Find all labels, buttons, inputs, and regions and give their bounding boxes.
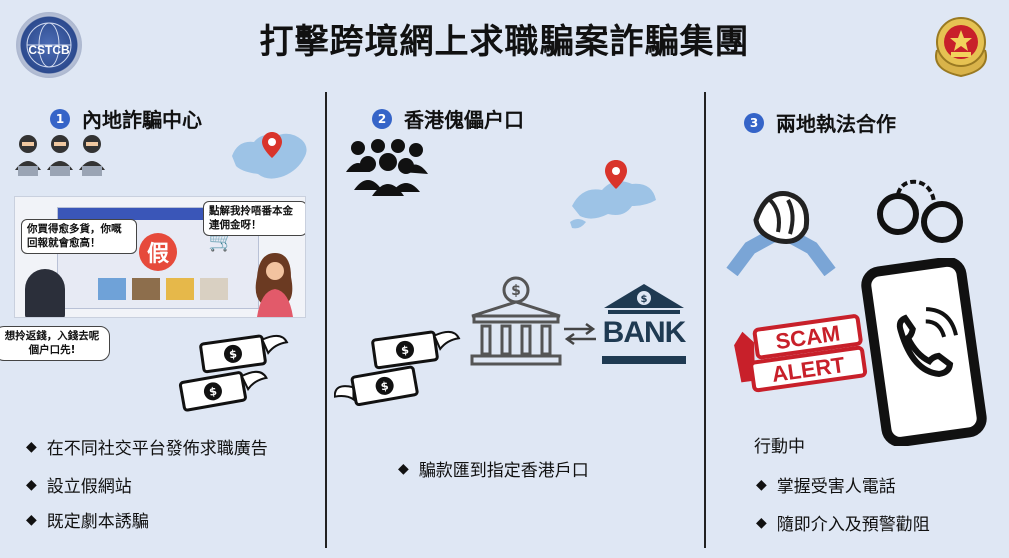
divider-right [704,92,706,548]
section-3-heading: 3 兩地執法合作 [744,108,896,137]
diamond-bullet-icon: ◆ [26,511,37,528]
svg-text:$: $ [511,283,521,299]
china-map-icon [228,126,312,190]
svg-text:$: $ [228,347,237,361]
cstcb-emblem-icon: CSTCB [16,12,82,78]
step-number: 3 [744,112,764,133]
diamond-bullet-icon: ◆ [756,514,767,531]
section-1-bullet: ◆ 在不同社交平台發佈求職廣告 [26,438,268,460]
scammer-speech-bubble: 你買得愈多貨，你嘅回報就會愈高！ [21,219,137,255]
flying-money-icon: $ $ [172,334,292,416]
section-1-heading: 1 內地詐騙中心 [50,104,202,133]
svg-text:$: $ [641,294,648,305]
section-1-bullet: ◆ 設立假網站 [26,476,132,498]
section-3-bullet: ◆ 掌握受害人電話 [756,476,896,498]
section-title: 兩地執法合作 [776,112,896,136]
step-number: 2 [372,108,392,129]
diamond-bullet-icon: ◆ [26,476,37,493]
bank-label: BANK [602,316,687,349]
handcuffs-icon [874,176,966,252]
hong-kong-map-icon [562,156,662,240]
section-title: 內地詐騙中心 [82,108,202,132]
scam-alert-icon: SCAM ALERT [730,314,870,398]
svg-text:$: $ [208,385,218,399]
scammer-instruction-bubble: 想拎返錢，入錢去呢個户口先! [0,326,110,362]
status-label: 行動中 [754,437,805,457]
scammer-figure [25,269,65,317]
diamond-bullet-icon: ◆ [756,476,767,493]
section-2-bullet: ◆ 騙款匯到指定香港戶口 [398,460,589,482]
section-3-bullet: ◆ 隨即介入及預警勸阻 [756,514,930,536]
diamond-bullet-icon: ◆ [398,460,409,477]
section-1-bullet: ◆ 既定劇本誘騙 [26,511,149,533]
step-number: 1 [50,108,70,129]
section-title: 香港傀儡户口 [404,108,524,132]
svg-text:$: $ [380,379,390,393]
flying-money-icon: $ $ [333,330,464,416]
scam-scene-illustration: 🛒 假 你買得愈多貨，你嘅回報就會愈高！ 點解我拎唔番本金連佣金呀！ [14,196,306,318]
diamond-bullet-icon: ◆ [26,438,37,455]
bank-building-icon: $ [468,276,564,372]
crowd-icon [340,138,432,204]
phone-icon [858,256,988,447]
police-emblem-icon [927,10,995,80]
svg-text:$: $ [400,343,409,357]
cstcb-text: CSTCB [28,43,70,57]
hackers-icon [12,132,108,182]
section-2-heading: 2 香港傀儡户口 [372,104,524,133]
bank-icon: $ BANK [598,274,690,372]
divider-left [325,92,327,548]
transfer-arrows-icon [562,322,598,350]
victim-speech-bubble: 點解我拎唔番本金連佣金呀！ [203,201,305,237]
victim-figure [251,247,297,317]
page-title: 打擊跨境網上求職騙案詐騙集團 [259,22,750,62]
handshake-icon [726,176,836,280]
fake-stamp: 假 [139,233,177,271]
